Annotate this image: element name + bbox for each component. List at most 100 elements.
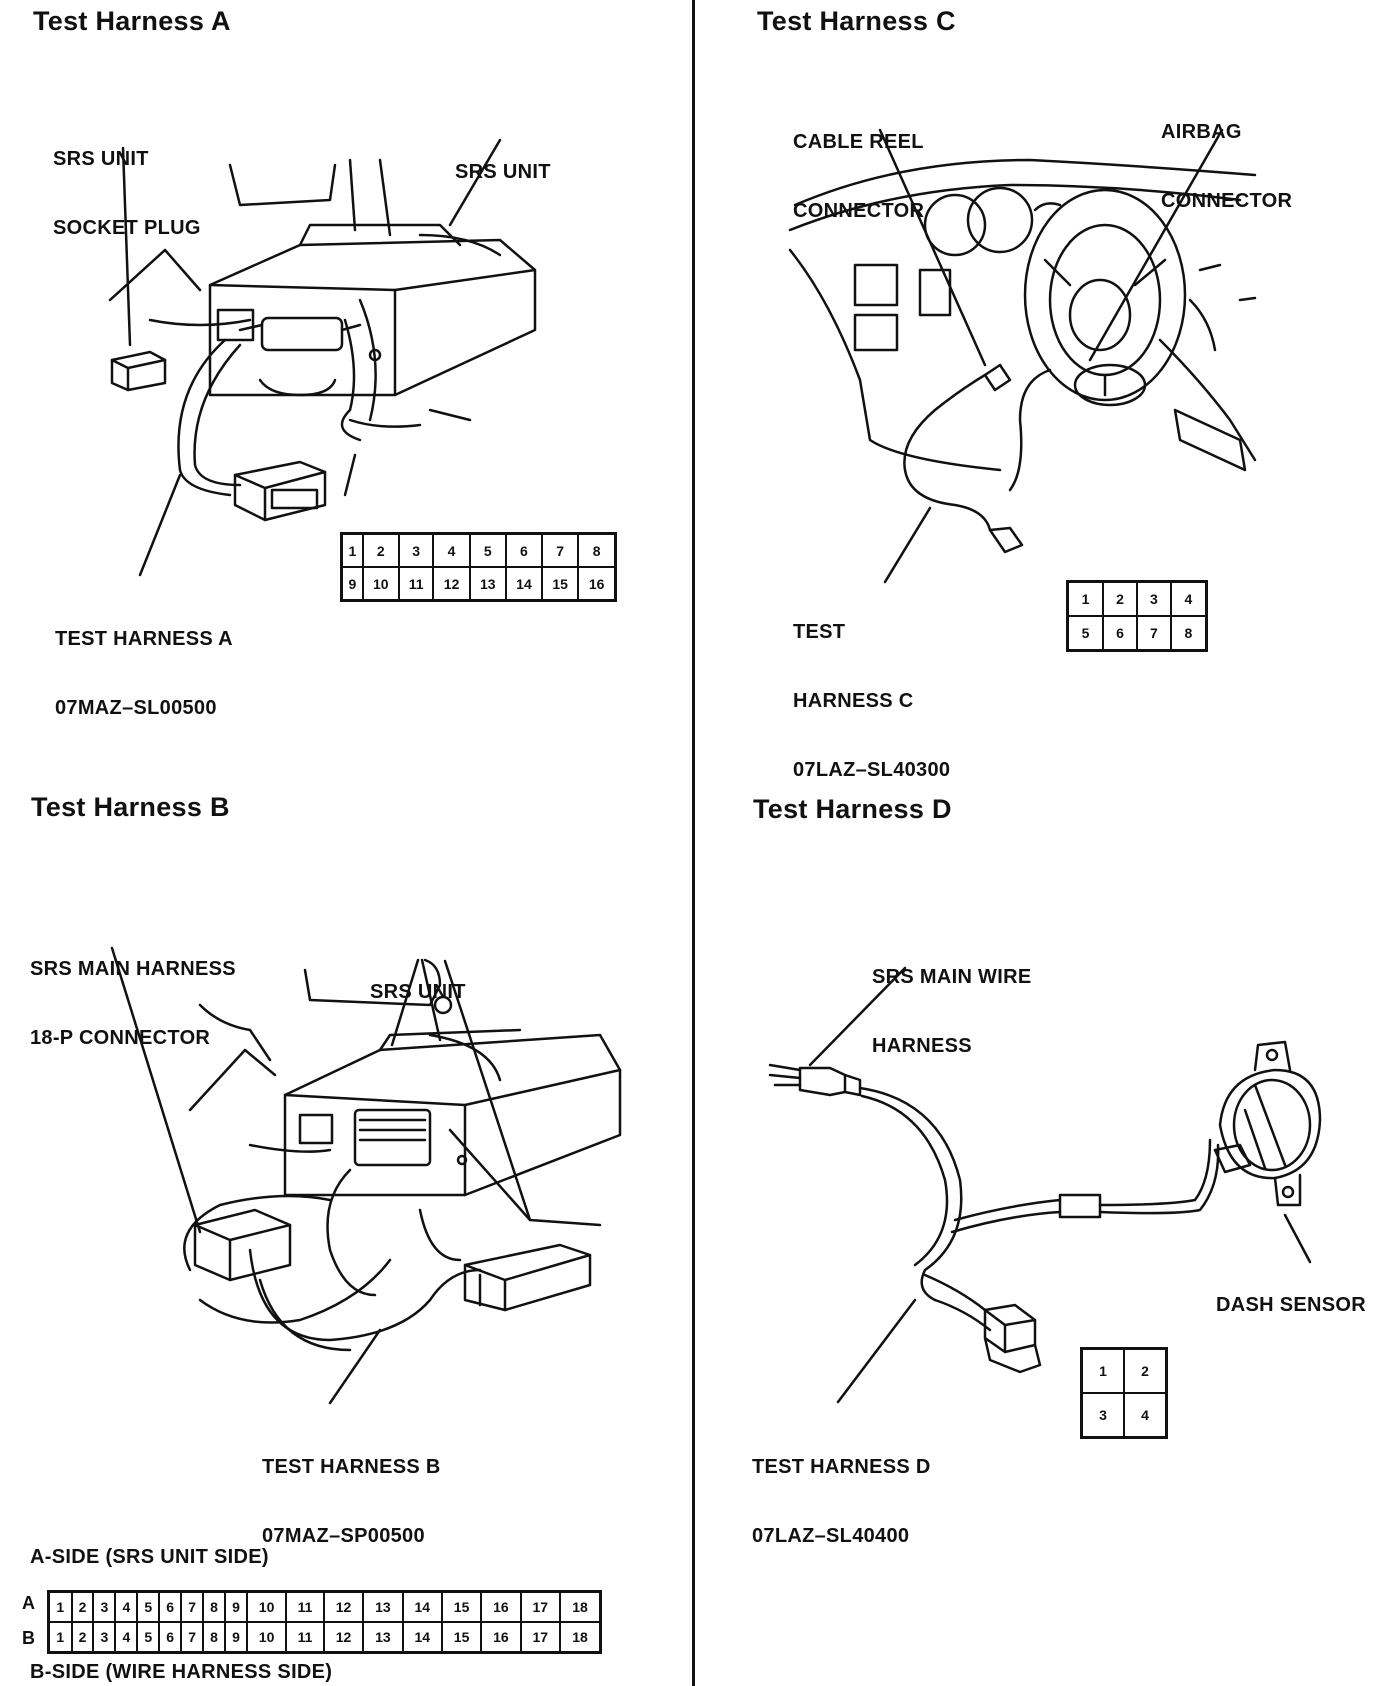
label-line: SRS MAIN HARNESS <box>30 958 236 980</box>
airbag-connector-label: AIRBAG CONNECTOR <box>1161 75 1292 236</box>
panel-b-title: Test Harness B <box>31 792 230 822</box>
label-line: SRS UNIT <box>53 148 149 170</box>
pin-cell: 4 <box>114 1590 139 1623</box>
pin-cell: 11 <box>285 1590 325 1623</box>
test-harness-d-label: TEST HARNESS D 07LAZ–SL40400 <box>752 1410 931 1571</box>
test-harness-b-label: TEST HARNESS B 07MAZ–SP00500 <box>262 1410 441 1571</box>
label-line: TEST HARNESS B <box>262 1456 441 1478</box>
pin-cell: 10 <box>361 566 400 602</box>
harness-c-illustration <box>788 128 1257 584</box>
cable-reel-connector-label: CABLE REEL CONNECTOR <box>793 85 924 246</box>
pin-cell: 5 <box>468 532 507 568</box>
pin-cell: 4 <box>1169 580 1208 617</box>
label-line: SRS UNIT <box>455 161 551 183</box>
label-line: TEST <box>793 621 846 643</box>
pin-cell: 18 <box>558 1621 602 1654</box>
label-line: SRS MAIN WIRE <box>872 966 1032 988</box>
srs-main-harness-label: SRS MAIN HARNESS 18-P CONNECTOR <box>30 912 236 1073</box>
label-line: HARNESS <box>872 1035 972 1057</box>
pin-cell: 10 <box>245 1590 288 1623</box>
pin-cell: 13 <box>362 1621 404 1654</box>
pin-cell: 9 <box>340 566 364 602</box>
label-line: CABLE REEL <box>793 131 924 153</box>
pin-cell: 15 <box>541 566 580 602</box>
pin-cell: 11 <box>397 566 435 602</box>
pin-cell: 16 <box>577 566 617 602</box>
srs-main-wire-harness-label: SRS MAIN WIRE HARNESS <box>872 920 1031 1081</box>
pin-cell: 11 <box>285 1621 325 1654</box>
srs-unit-socket-plug-label: SRS UNIT SOCKET PLUG <box>53 102 201 263</box>
a-side-label: A-SIDE (SRS UNIT SIDE) <box>30 1546 269 1568</box>
label-line: 18-P CONNECTOR <box>30 1027 211 1049</box>
row-label-b: B <box>22 1628 35 1648</box>
harness-a-illustration <box>108 138 537 577</box>
test-harness-c-label: TEST HARNESS C 07LAZ–SL40300 <box>793 575 950 805</box>
row-label-a: A <box>22 1593 35 1613</box>
label-line: TEST HARNESS D <box>752 1456 931 1478</box>
label-line: SOCKET PLUG <box>53 217 201 239</box>
test-harness-a-label: TEST HARNESS A 07MAZ–SL00500 <box>55 582 233 743</box>
pin-cell: 9 <box>224 1621 248 1654</box>
pin-cell: 17 <box>519 1590 561 1623</box>
pin-cell: 7 <box>180 1590 205 1623</box>
pin-cell: 1 <box>47 1590 73 1623</box>
pin-cell: 7 <box>180 1621 205 1654</box>
harness-b-illustration <box>110 946 622 1405</box>
pin-cell: 10 <box>245 1621 288 1654</box>
pin-cell: 5 <box>136 1590 161 1623</box>
pin-cell: 3 <box>1135 580 1172 617</box>
label-line: 07MAZ–SP00500 <box>262 1525 425 1547</box>
label-line: HARNESS C <box>793 690 914 712</box>
b-side-label: B-SIDE (WIRE HARNESS SIDE) <box>30 1661 333 1683</box>
pin-cell: 8 <box>202 1621 226 1654</box>
pin-cell: 6 <box>1102 615 1138 652</box>
label-line: 07LAZ–SL40400 <box>752 1525 910 1547</box>
pin-cell: 15 <box>440 1590 483 1623</box>
pin-cell: 3 <box>397 532 435 568</box>
pin-cell: 13 <box>362 1590 404 1623</box>
pin-cell: 6 <box>504 532 544 568</box>
pin-cell: 16 <box>480 1621 522 1654</box>
label-line: 07MAZ–SL00500 <box>55 697 217 719</box>
pin-cell: 14 <box>504 566 544 602</box>
pin-cell: 16 <box>480 1590 522 1623</box>
pin-cell: 4 <box>432 532 471 568</box>
harness-d-illustration <box>768 966 1322 1404</box>
label-line: CONNECTOR <box>793 200 925 222</box>
pin-cell: 8 <box>202 1590 226 1623</box>
pin-cell: 12 <box>432 566 471 602</box>
pin-cell: 1 <box>47 1621 73 1654</box>
pin-cell: 2 <box>70 1590 95 1623</box>
label-line: DASH SENSOR <box>1216 1294 1366 1316</box>
pin-cell: 6 <box>158 1590 183 1623</box>
pin-cell: 2 <box>1123 1347 1168 1394</box>
pin-cell: 2 <box>70 1621 95 1654</box>
dash-sensor-label: DASH SENSOR <box>1216 1248 1366 1340</box>
pin-cell: 8 <box>1169 615 1208 652</box>
pin-cell: 13 <box>468 566 507 602</box>
label-line: SRS UNIT <box>370 981 466 1003</box>
panel-c-title: Test Harness C <box>757 6 956 36</box>
pin-cell: 1 <box>340 532 364 568</box>
pin-cell: 1 <box>1080 1347 1125 1394</box>
pin-cell: 7 <box>541 532 580 568</box>
panel-d-title: Test Harness D <box>753 794 952 824</box>
label-line: AIRBAG <box>1161 121 1242 143</box>
pin-cell: 15 <box>440 1621 483 1654</box>
pin-cell: 4 <box>114 1621 139 1654</box>
pin-cell: 5 <box>136 1621 161 1654</box>
label-line: 07LAZ–SL40300 <box>793 759 951 781</box>
